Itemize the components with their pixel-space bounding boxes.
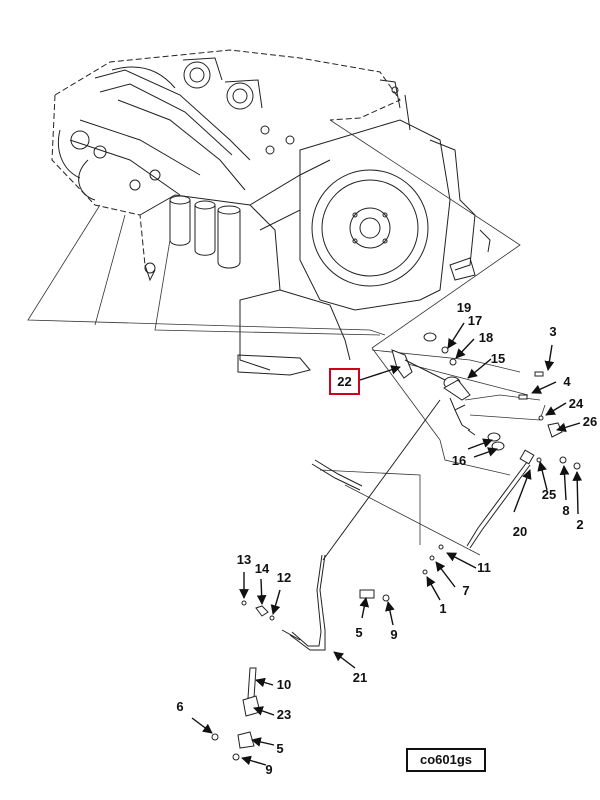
callout-22[interactable]: 22 — [337, 374, 352, 389]
callout-6: 6 — [176, 699, 183, 714]
callout-18: 18 — [479, 330, 493, 345]
engine-illustration — [51, 49, 491, 376]
callout-4: 4 — [563, 374, 571, 389]
callout-13: 13 — [237, 552, 251, 567]
callout-7: 7 — [462, 583, 469, 598]
callout-19: 19 — [457, 300, 471, 315]
callout-2: 2 — [576, 517, 583, 532]
callout-14: 14 — [255, 561, 270, 576]
harness-routing — [27, 119, 546, 556]
callout-15: 15 — [491, 351, 505, 366]
callout-5-lower: 5 — [276, 741, 283, 756]
callout-8: 8 — [562, 503, 569, 518]
callout-3: 3 — [549, 324, 556, 339]
callout-11: 11 — [477, 560, 491, 575]
callout-9-upper: 9 — [390, 627, 397, 642]
hose-assembly-21 — [289, 399, 441, 651]
callout-16: 16 — [452, 453, 466, 468]
callout-24: 24 — [569, 396, 584, 411]
callout-21: 21 — [353, 670, 367, 685]
callout-25: 25 — [542, 487, 556, 502]
callout-5-upper: 5 — [355, 625, 362, 640]
callout-labels: 3 4 24 26 25 8 2 20 15 18 17 19 16 11 7 … — [176, 300, 597, 777]
callout-9-lower: 9 — [265, 762, 272, 777]
callout-26: 26 — [583, 414, 597, 429]
highlighted-callout-box — [329, 368, 360, 395]
hose-assembly-20 — [466, 449, 535, 549]
callout-23: 23 — [277, 707, 291, 722]
parts-right-cluster — [391, 332, 581, 575]
callout-20: 20 — [513, 524, 527, 539]
callout-17: 17 — [468, 313, 482, 328]
leader-arrows — [191, 322, 583, 766]
callout-1: 1 — [439, 601, 446, 616]
callout-10: 10 — [277, 677, 291, 692]
reference-code-box: co601gs — [406, 748, 486, 772]
callout-12: 12 — [277, 570, 291, 585]
